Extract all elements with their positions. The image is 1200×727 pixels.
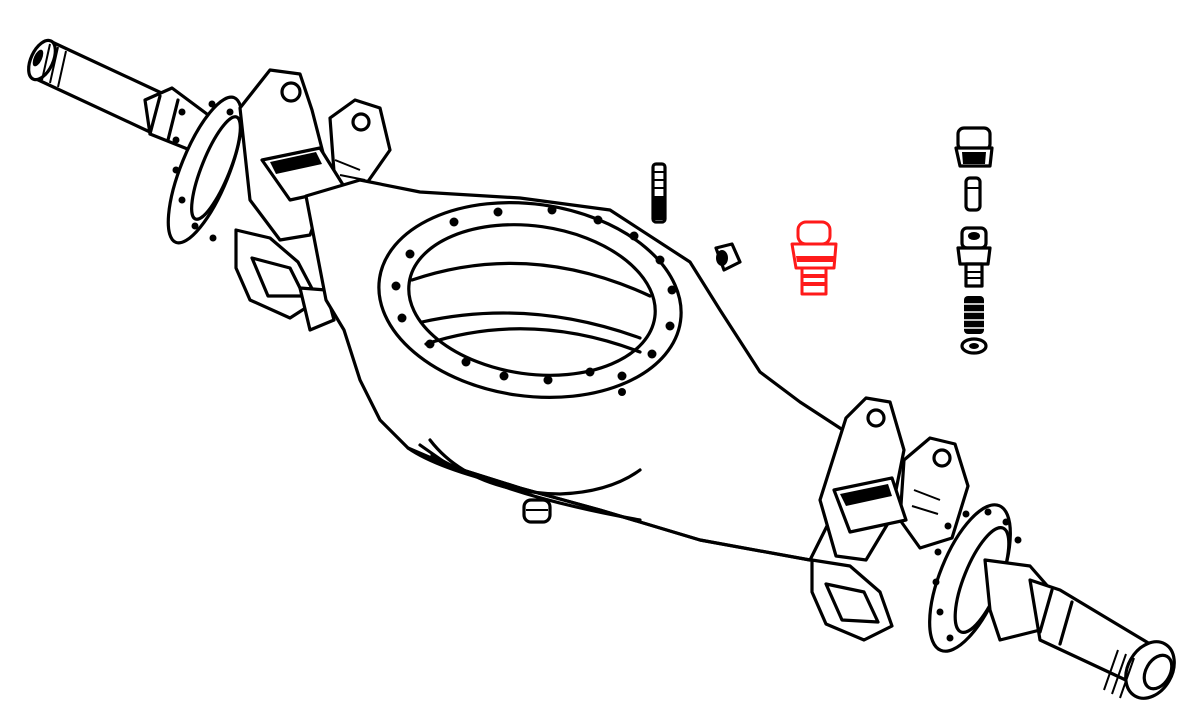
left-spindle-icon xyxy=(27,38,217,152)
left-lower-pad-icon xyxy=(234,228,336,332)
right-lower-pad-icon xyxy=(810,558,894,642)
cap-icon xyxy=(954,126,994,168)
pin-icon xyxy=(964,176,982,212)
axle-housing-icon xyxy=(27,38,1176,700)
plug-icon xyxy=(714,242,742,272)
stud-icon xyxy=(651,162,667,224)
fitting-icon xyxy=(956,226,992,288)
spring-icon xyxy=(964,296,984,334)
right-spindle-icon xyxy=(983,558,1176,700)
washer-icon xyxy=(960,337,988,355)
drain-plug-icon xyxy=(522,498,552,524)
right-spring-seat-icon xyxy=(818,396,970,562)
housing-body-icon xyxy=(304,178,848,562)
breather-valve-icon xyxy=(790,220,838,296)
